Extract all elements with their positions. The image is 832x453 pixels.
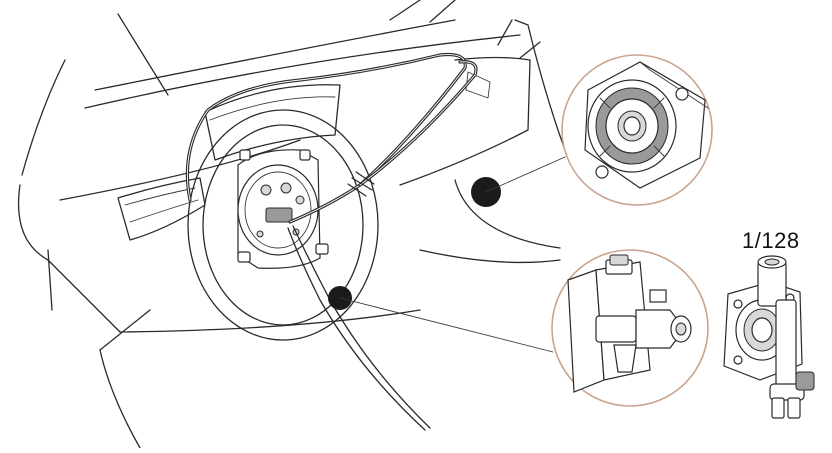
- callout-1: [471, 156, 566, 207]
- part-number-label: 1/128: [742, 228, 800, 253]
- dashboard-outline: [17, 0, 566, 449]
- part-1-128-illustration: [723, 255, 815, 419]
- detail-view-adapter-ring: [561, 54, 713, 206]
- steering-wheel: [187, 109, 379, 341]
- cable: [185, 52, 478, 431]
- detail-view-connector: [551, 249, 709, 407]
- callout-2: [328, 286, 554, 353]
- adapter-plate-slot: [265, 207, 293, 223]
